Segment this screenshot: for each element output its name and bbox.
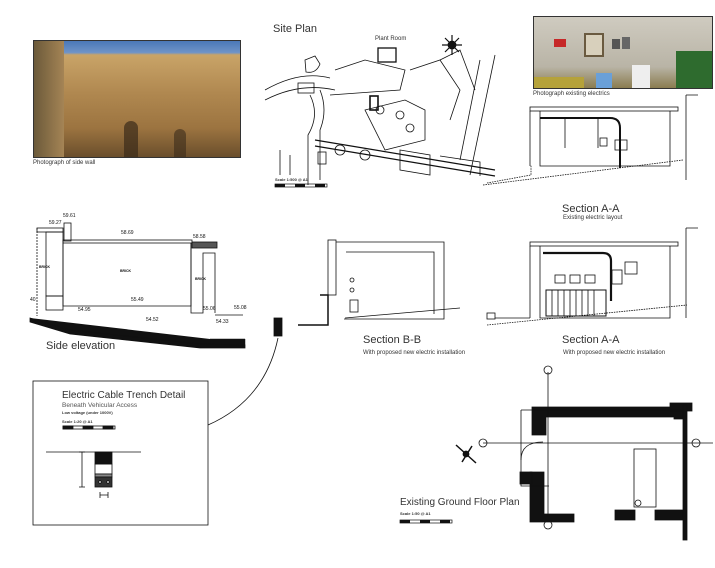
side-elevation-drawing	[29, 222, 246, 349]
section-aa-existing-title: Section A-A	[562, 203, 620, 215]
section-aa-proposed-title: Section A-A	[562, 334, 620, 346]
svg-text:59.27: 59.27	[49, 220, 62, 226]
side-elevation-title: Side elevation	[46, 340, 116, 352]
section-aa-proposed-drawing	[486, 227, 698, 326]
existing-electrics-photo	[533, 16, 713, 89]
svg-text:BRICK: BRICK	[120, 269, 132, 273]
plant-room-label: Plant Room	[375, 36, 407, 42]
section-bb-subtitle: With proposed new electric installation	[363, 350, 466, 356]
site-plan-title: Site Plan	[273, 23, 318, 35]
trench-detail-note: Low voltage (under 1000V)	[62, 410, 113, 415]
site-plan-scale-bar	[274, 183, 328, 188]
svg-text:40: 40	[30, 297, 36, 303]
trench-detail-drawing	[46, 425, 141, 498]
trench-detail-scale: Scale 1:20 @ A1	[62, 419, 93, 424]
ground-floor-plan-title: Existing Ground Floor Plan	[400, 497, 520, 508]
trench-detail-title: Electric Cable Trench Detail	[62, 390, 186, 401]
svg-text:54.52: 54.52	[146, 317, 159, 323]
existing-electrics-caption: Photograph existing electrics	[533, 91, 610, 97]
svg-text:55.49: 55.49	[131, 297, 144, 303]
side-elevation-levels: 59.61 59.27 58.69 58.58 55.49 54.95 54.5…	[30, 213, 247, 325]
section-aa-existing-subtitle: Existing electric layout	[563, 215, 623, 221]
svg-text:59.61: 59.61	[63, 213, 76, 219]
svg-text:BRICK: BRICK	[39, 265, 51, 269]
svg-text:58.58: 58.58	[193, 234, 206, 240]
site-plan-drawing	[264, 35, 496, 185]
svg-text:BRICK: BRICK	[195, 277, 207, 281]
svg-text:54.33: 54.33	[216, 319, 229, 325]
svg-text:54.95: 54.95	[78, 307, 91, 313]
ground-floor-plan-drawing	[455, 365, 713, 541]
section-bb-drawing	[273, 239, 461, 337]
svg-text:58.69: 58.69	[121, 230, 134, 236]
trench-detail-frame	[32, 380, 209, 526]
site-plan-scale: Scale 1:500 @ A1	[275, 177, 308, 182]
side-wall-photo	[33, 40, 241, 158]
ground-floor-plan-scale: Scale 1:50 @ A1	[400, 511, 431, 516]
section-aa-proposed-subtitle: With proposed new electric installation	[563, 350, 666, 356]
trench-detail-subtitle: Beneath Vehicular Access	[62, 402, 138, 409]
side-wall-photo-caption: Photograph of side wall	[33, 160, 96, 166]
section-bb-title: Section B-B	[363, 334, 422, 346]
detail-callout-curve	[207, 337, 279, 426]
svg-text:55.06: 55.06	[203, 306, 216, 312]
svg-text:55.08: 55.08	[234, 305, 247, 311]
floor-plan-scale-bar	[399, 519, 453, 524]
section-aa-existing-drawing	[482, 94, 698, 186]
